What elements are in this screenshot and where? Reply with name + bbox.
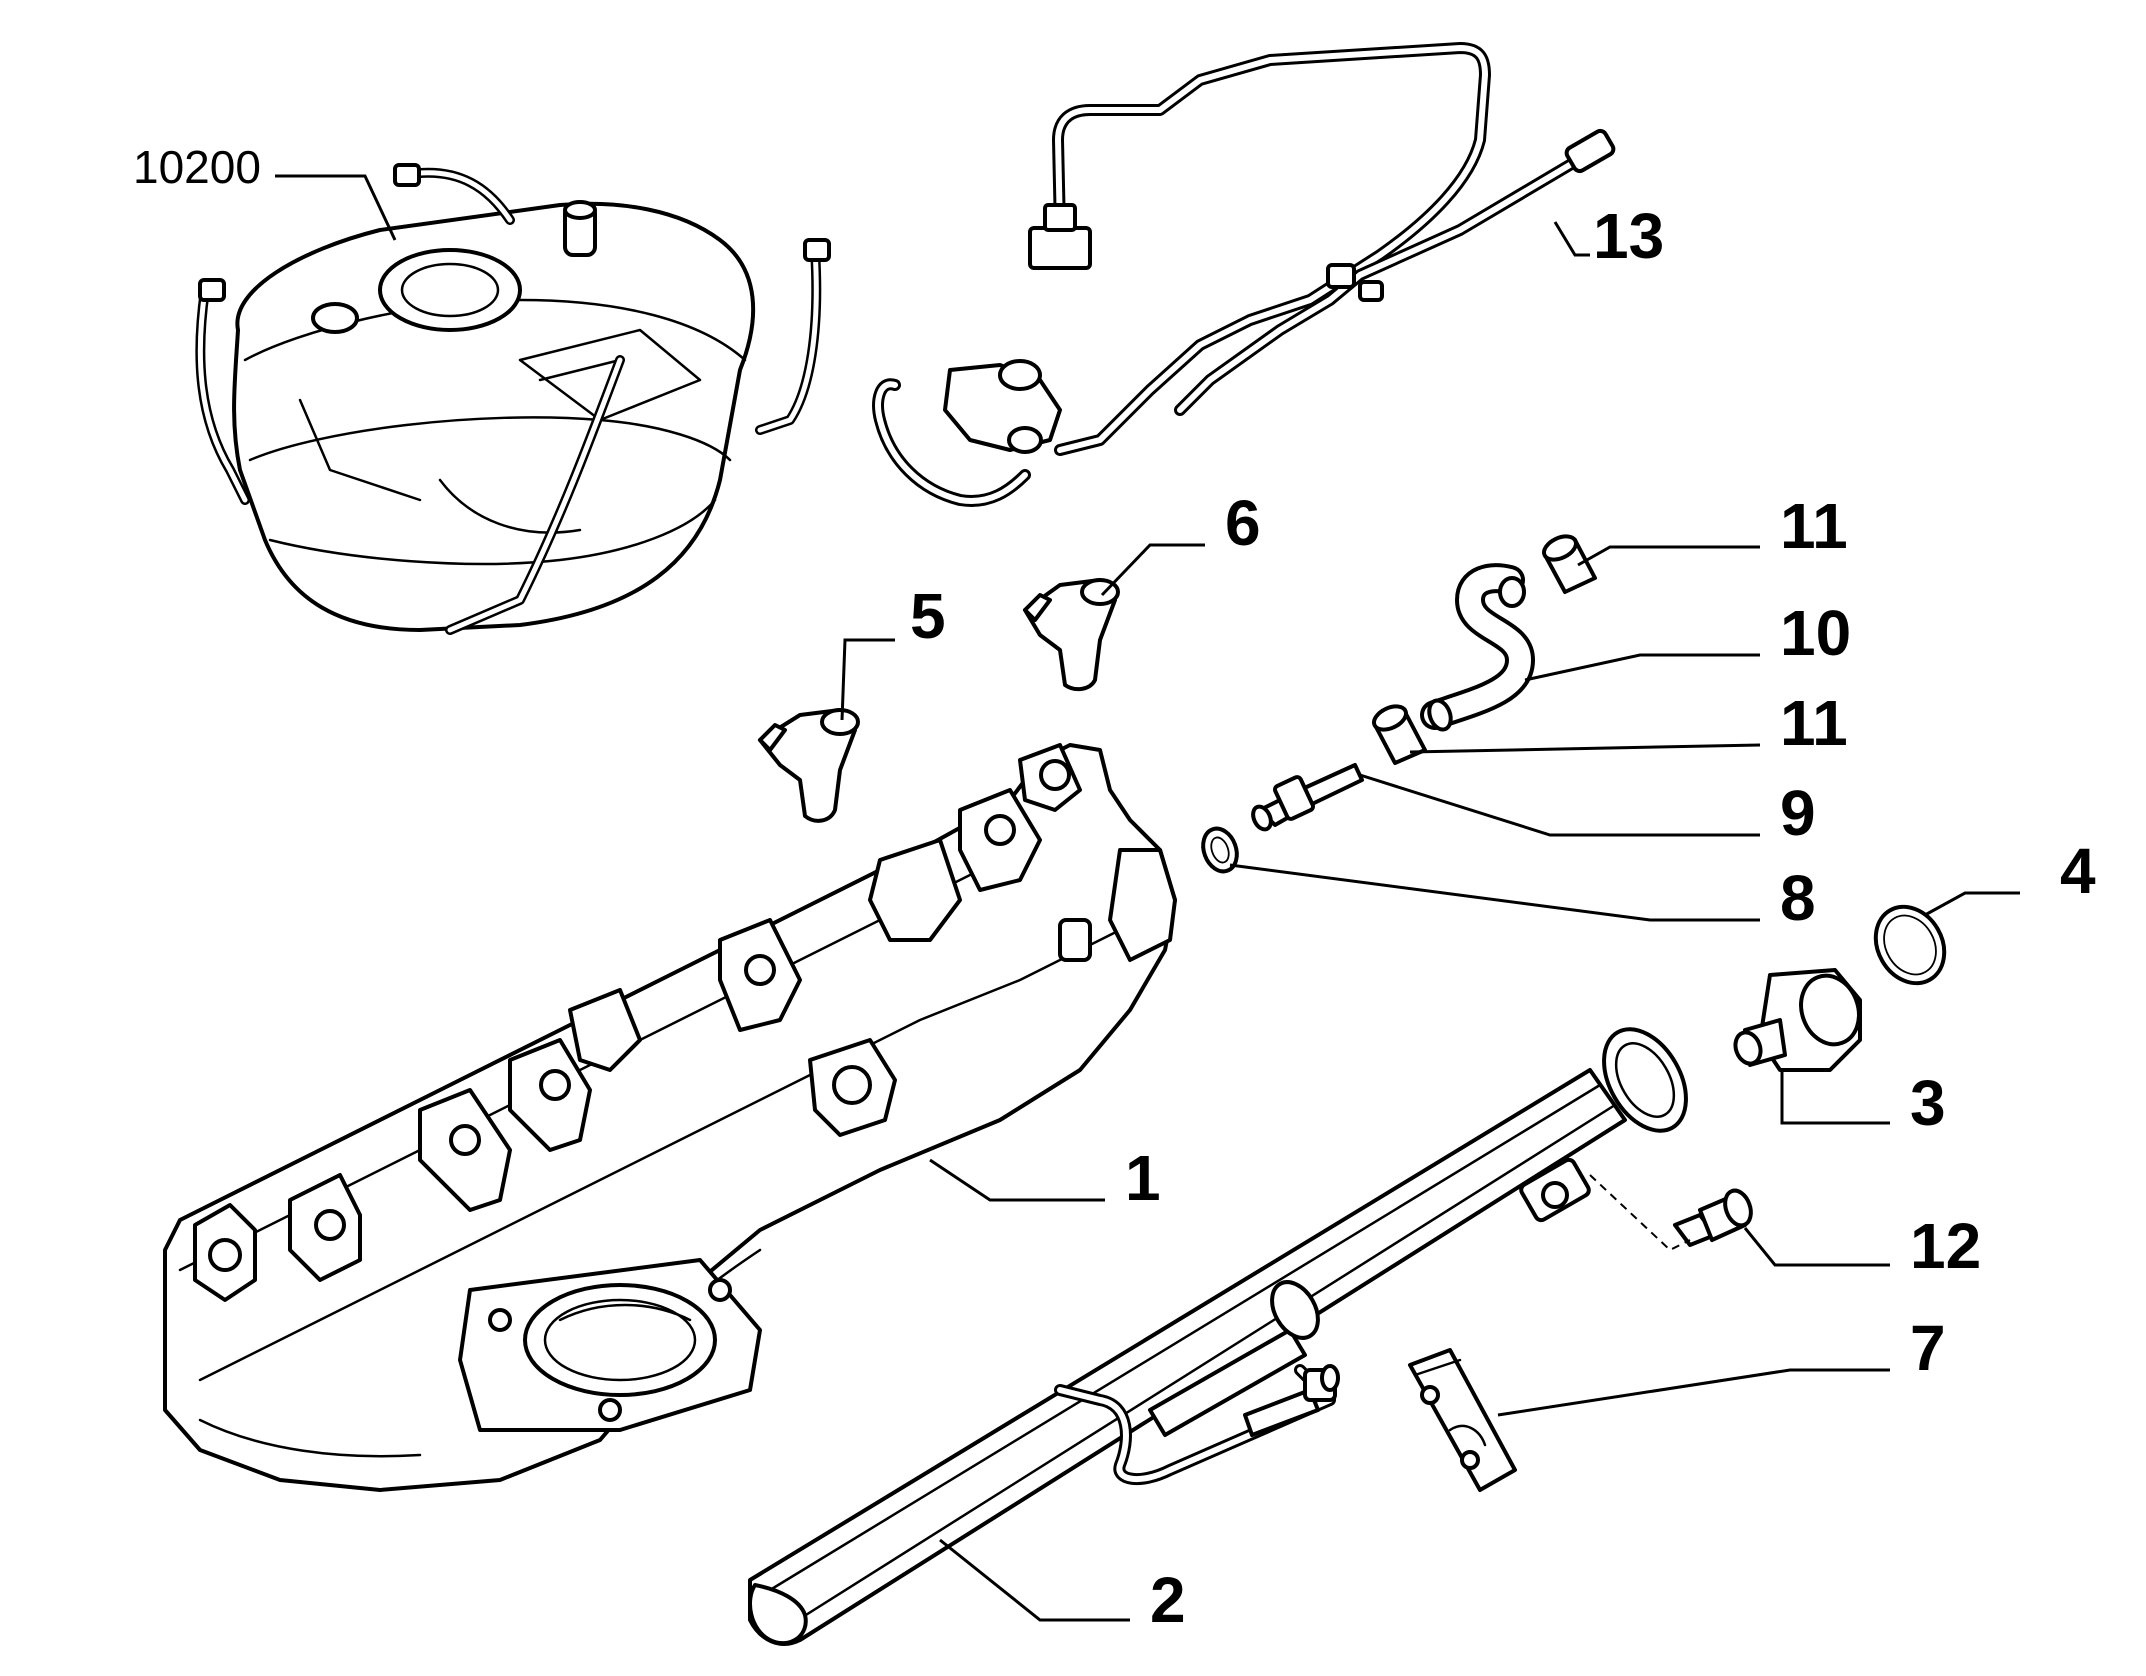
snap-ring-4 <box>1873 904 1947 986</box>
leader-6 <box>1100 543 1205 597</box>
leader-10200 <box>275 174 397 241</box>
callout-6: 6 <box>1225 487 1261 559</box>
leader-5 <box>840 638 895 721</box>
pressure-regulator-3 <box>1733 968 1862 1072</box>
leader-7 <box>1497 1368 1890 1417</box>
callout-3: 3 <box>1910 1067 1946 1139</box>
bolt-12 <box>1673 1188 1753 1247</box>
clip-7 <box>1408 1348 1517 1492</box>
leader-2 <box>939 1538 1130 1622</box>
hose-clamp-11-lower <box>1372 704 1427 765</box>
leader-4 <box>1924 891 2020 917</box>
o-ring-8 <box>1201 826 1239 874</box>
injector-5 <box>758 708 860 823</box>
leader-11b <box>1409 743 1761 754</box>
callout-9: 9 <box>1780 777 1816 849</box>
callout-2: 2 <box>1150 1564 1186 1636</box>
callout-13: 13 <box>1593 200 1664 272</box>
leader-12 <box>1743 1227 1890 1267</box>
callout-8: 8 <box>1780 862 1816 934</box>
callout-11-lower: 11 <box>1780 687 1848 759</box>
callout-1: 1 <box>1125 1142 1161 1214</box>
fuel-line-harness <box>872 42 1616 507</box>
leader-11a <box>1577 545 1760 567</box>
leader-9 <box>1359 773 1760 837</box>
callout-7: 7 <box>1910 1312 1946 1384</box>
leader-8 <box>1229 863 1760 922</box>
fuel-tank <box>195 163 831 635</box>
leader-3 <box>1780 1068 1890 1125</box>
injector-6 <box>1023 578 1120 692</box>
fuel-hose-10 <box>1420 563 1535 732</box>
callout-10200: 10200 <box>133 141 261 193</box>
leader-13 <box>1553 221 1590 257</box>
callout-10: 10 <box>1780 597 1851 669</box>
callout-labels: 10200 13 6 5 11 10 11 9 8 4 3 1 12 7 2 <box>133 141 2096 1636</box>
callout-12: 12 <box>1910 1210 1981 1282</box>
fitting-9 <box>1251 763 1364 832</box>
leader-10 <box>1524 653 1760 682</box>
intake-manifold <box>163 743 1177 1492</box>
fuel-rail-2 <box>748 1027 1691 1646</box>
leader-lines <box>275 174 2020 1622</box>
hose-clamp-11-upper <box>1542 534 1597 594</box>
callout-4: 4 <box>2060 835 2096 907</box>
leader-1 <box>929 1158 1105 1202</box>
callout-11-upper: 11 <box>1780 490 1848 562</box>
callout-5: 5 <box>910 580 946 652</box>
